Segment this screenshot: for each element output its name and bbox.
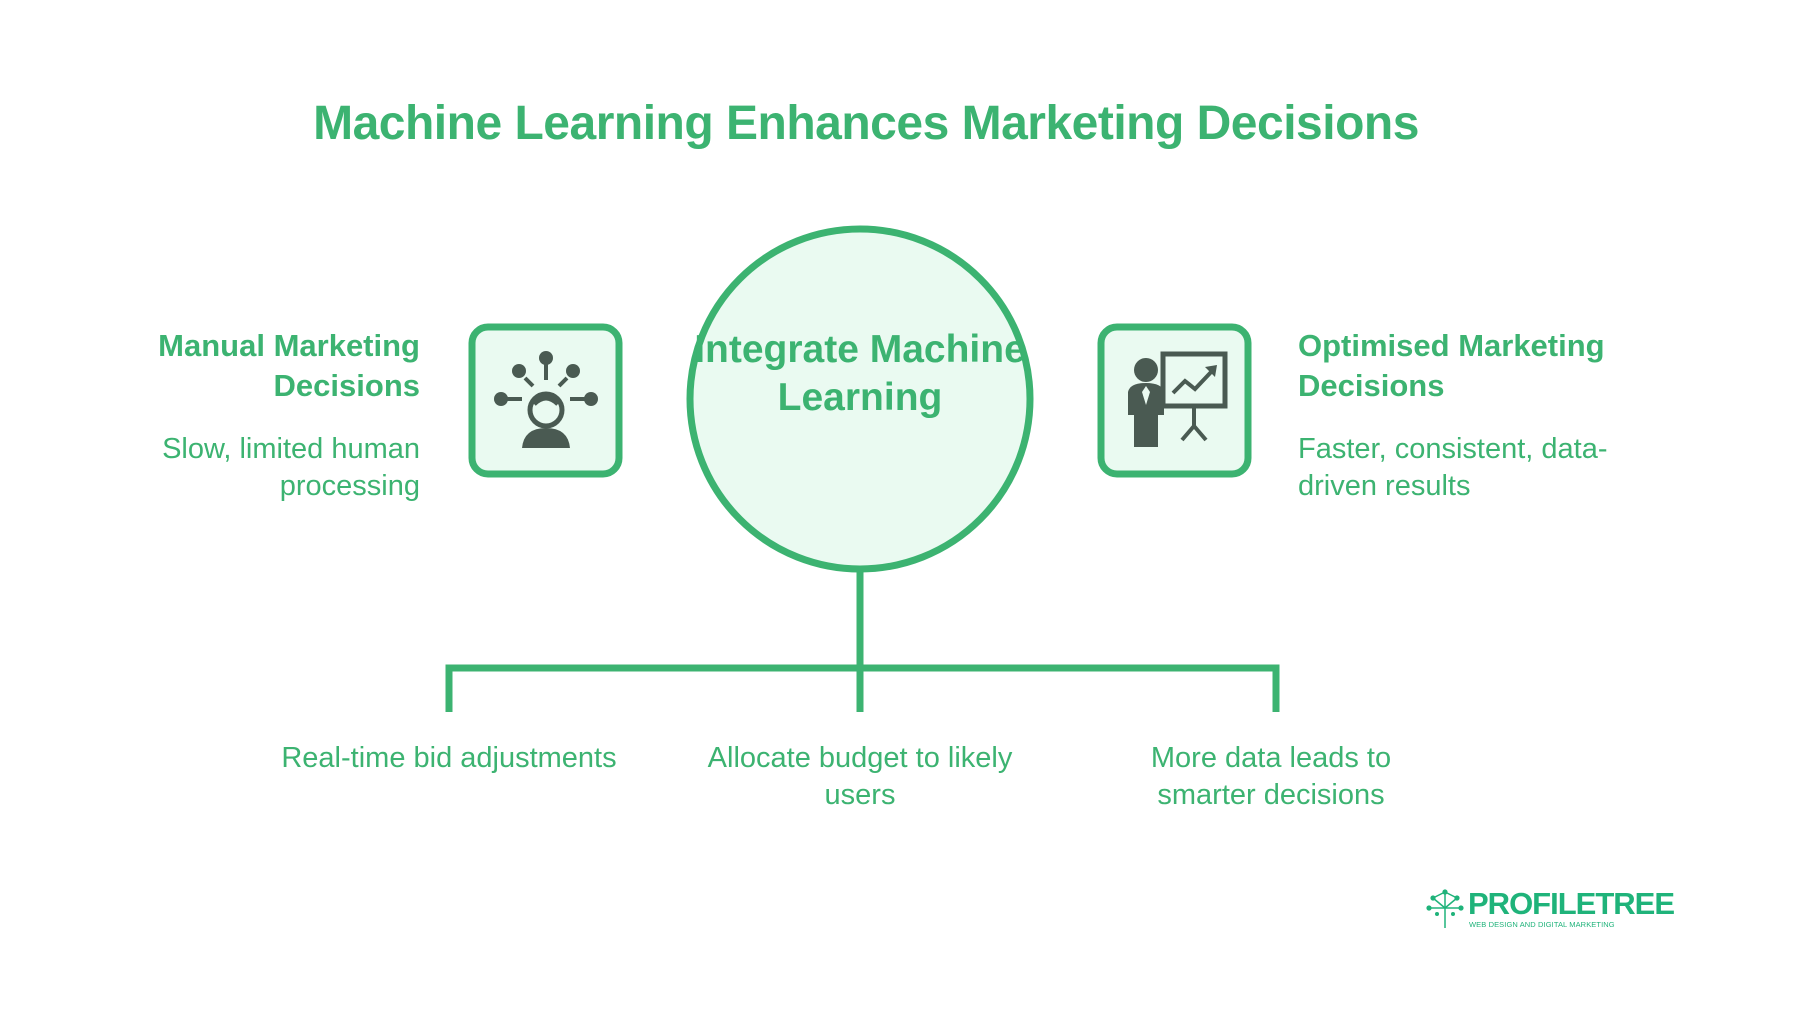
presenter-chart-icon	[1128, 351, 1228, 447]
tree-logo-icon	[1426, 889, 1464, 928]
branch-text-1: Real-time bid adjustments	[281, 742, 617, 774]
tree-connectors	[445, 570, 1280, 712]
right-description: Faster, consistent, data-driven results	[1298, 433, 1608, 502]
center-circle	[686, 225, 1034, 573]
left-title: Manual Marketing Decisions	[158, 328, 420, 403]
person-network-icon	[494, 351, 598, 448]
branch-text-2: Allocate budget to likely users	[707, 742, 1013, 811]
right-title: Optimised Marketing Decisions	[1298, 328, 1605, 403]
center-label: Integrate Machine Learning	[694, 328, 1026, 419]
logo-name: PROFILETREE	[1468, 886, 1675, 921]
profiletree-logo: PROFILETREE WEB DESIGN AND DIGITAL MARKE…	[1425, 888, 1675, 929]
page-title: Machine Learning Enhances Marketing Deci…	[313, 97, 1419, 150]
left-icon-box	[468, 323, 623, 478]
branch-text-3: More data leads to smarter decisions	[1150, 742, 1392, 811]
logo-tagline: WEB DESIGN AND DIGITAL MARKETING	[1469, 920, 1615, 929]
right-icon-box	[1097, 323, 1252, 478]
left-description: Slow, limited human processing	[162, 433, 420, 502]
